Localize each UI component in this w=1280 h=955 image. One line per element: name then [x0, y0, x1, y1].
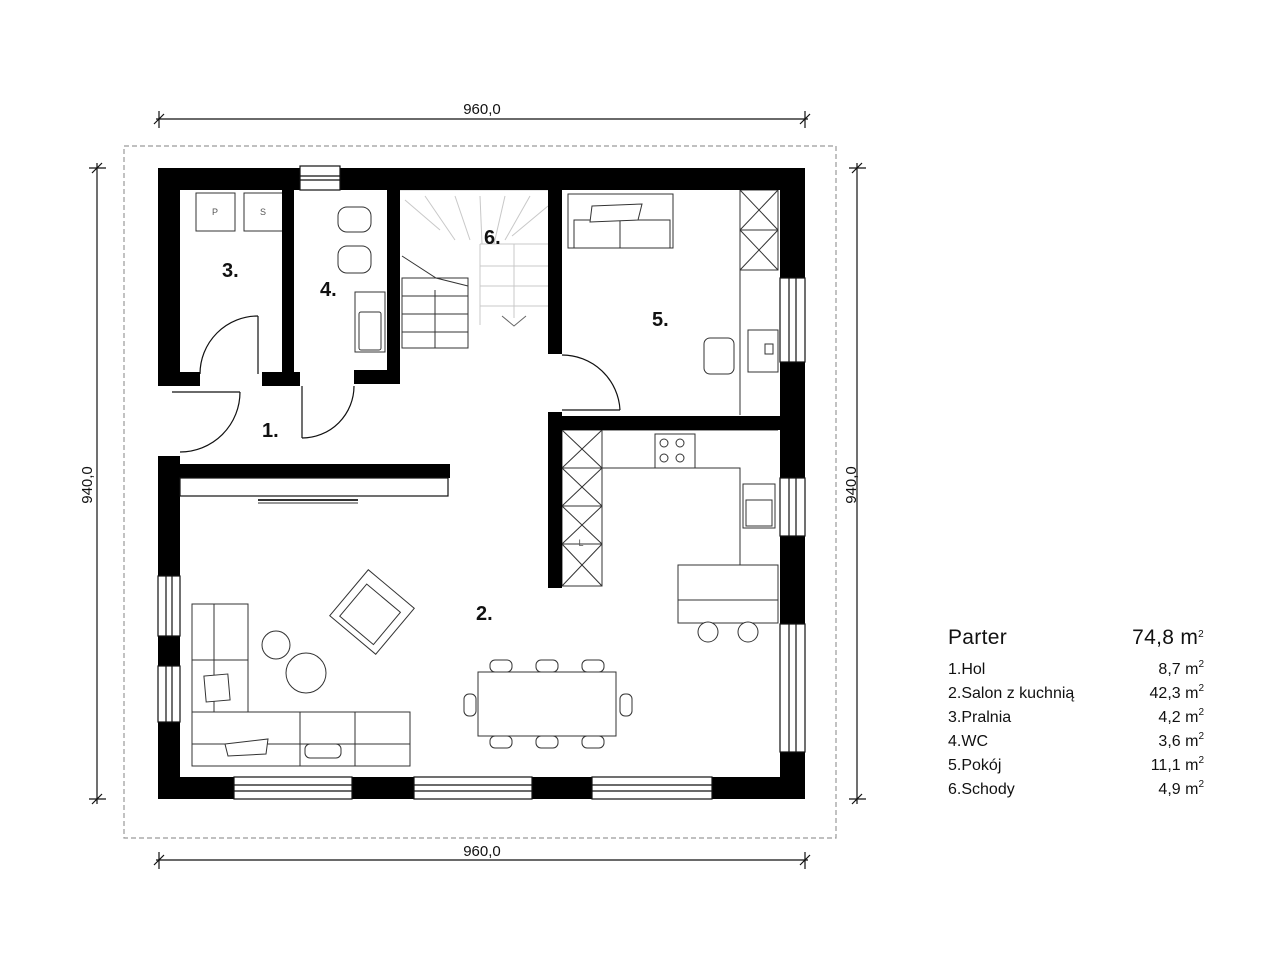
window-left-2	[157, 665, 181, 723]
room-name: 5.Pokój	[948, 757, 1002, 774]
window-bottom-3	[591, 776, 713, 800]
window-right-living	[779, 623, 806, 753]
washer	[195, 192, 236, 232]
room-number-3: 3.	[222, 260, 239, 282]
dryer-label: S	[260, 207, 266, 217]
room-name: 4.WC	[948, 733, 988, 750]
furniture	[191, 189, 779, 767]
room-number-4: 4.	[320, 279, 337, 301]
dimension-top	[153, 111, 811, 128]
staircase-lower-flight	[401, 255, 469, 349]
kitchen-hob	[654, 433, 696, 469]
bidet	[337, 245, 372, 274]
dimension-bottom	[153, 852, 811, 869]
room-area: 8,7 m2	[1158, 659, 1204, 679]
room-number-1: 1.	[262, 420, 279, 442]
room-name: 6.Schody	[948, 781, 1015, 798]
room-name: 2.Salon z kuchnią	[948, 685, 1075, 702]
room-number-2: 2.	[476, 603, 493, 625]
window-left-1	[157, 575, 181, 637]
area-legend: Parter 74,8 m2 1.Hol 8,7 m2 2.Salon z ku…	[948, 626, 1204, 802]
window-right-kitchen	[779, 477, 806, 537]
legend-row: 4.WC 3,6 m2	[948, 730, 1204, 754]
legend-header: Parter 74,8 m2	[948, 626, 1204, 650]
room-number-5: 5.	[652, 309, 669, 331]
dimension-right-label: 940,0	[843, 466, 860, 504]
legend-row: 3.Pralnia 4,2 m2	[948, 706, 1204, 730]
side-table	[261, 630, 291, 660]
dimension-top-label: 960,0	[463, 101, 501, 118]
room-area: 4,9 m2	[1158, 779, 1204, 799]
room-number-6: 6.	[484, 227, 501, 249]
legend-row: 1.Hol 8,7 m2	[948, 658, 1204, 682]
dimension-left-label: 940,0	[79, 466, 96, 504]
room-area: 4,2 m2	[1158, 707, 1204, 727]
windows	[157, 165, 806, 800]
wc-sink	[358, 311, 382, 351]
bar-stool	[737, 621, 759, 643]
total-area: 74,8 m2	[1132, 626, 1204, 649]
fridge-label: L	[578, 538, 583, 548]
dimension-left	[89, 162, 106, 805]
room-area: 3,6 m2	[1158, 731, 1204, 751]
legend-row: 6.Schody 4,9 m2	[948, 778, 1204, 802]
walls	[158, 168, 805, 799]
window-top-wc	[299, 165, 341, 191]
desk-chair	[703, 337, 735, 375]
dining-chairs	[463, 659, 633, 749]
site-outline	[123, 145, 837, 839]
staircase	[400, 189, 549, 325]
washer-label: P	[212, 207, 218, 217]
toilet	[337, 206, 372, 233]
bar-stool	[697, 621, 719, 643]
floor-name: Parter	[948, 626, 1007, 649]
dimension-bottom-label: 960,0	[463, 843, 501, 860]
dining-table	[477, 671, 617, 737]
coffee-table	[285, 652, 327, 694]
partition-cabinet	[179, 477, 449, 497]
room-area: 11,1 m2	[1150, 755, 1204, 775]
window-bottom-2	[413, 776, 533, 800]
room-area: 42,3 m2	[1149, 683, 1204, 703]
legend-row: 2.Salon z kuchnią 42,3 m2	[948, 682, 1204, 706]
door-swings	[172, 315, 621, 453]
dimension-right	[849, 162, 866, 805]
legend-row: 5.Pokój 11,1 m2	[948, 754, 1204, 778]
room-name: 1.Hol	[948, 661, 986, 678]
window-right-room5	[779, 277, 806, 363]
kitchen-tall-cabinets	[561, 429, 603, 587]
room-name: 3.Pralnia	[948, 709, 1012, 726]
stair-direction-arrow	[501, 315, 527, 327]
window-bottom-1	[233, 776, 353, 800]
